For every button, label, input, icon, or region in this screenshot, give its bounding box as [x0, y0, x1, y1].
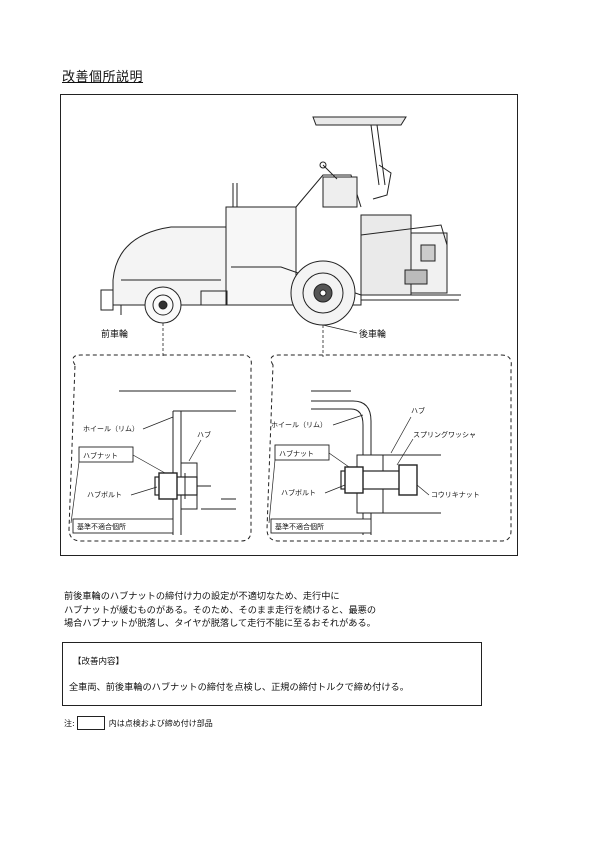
- machine-diagram: 前車輪 後車輪 ホイール（リム） ハブ ハブナット: [68, 116, 512, 542]
- description-line: 前後車輪のハブナットの締付け力の設定が不適切なため、走行中に: [64, 591, 340, 602]
- rear-hub-label: ハブ: [411, 406, 425, 415]
- front-hub-bolt-label: ハブボルト: [87, 490, 122, 499]
- remedy-body: 全車両、前後車輪のハブナットの締付を点検し、正規の締付トルクで締め付ける。: [69, 682, 409, 693]
- front-hub-detail: ホイール（リム） ハブ ハブナット ハブボルト 基準不適合個所: [68, 354, 252, 542]
- defect-description: 前後車輪のハブナットの締付け力の設定が不適切なため、走行中に ハブナットが緩むも…: [64, 590, 504, 631]
- rear-hub-bolt-label: ハブボルト: [281, 488, 316, 497]
- page-title: 改善個所説明: [62, 70, 144, 85]
- rear-wheel-label: 後車輪: [359, 328, 386, 340]
- rear-tapered-nut-label: コウリキナット: [431, 491, 480, 499]
- note-text: 内は点検および締め付け部品: [108, 718, 213, 728]
- front-hub-nut-inspect-box: [78, 446, 134, 463]
- figure-frame: 前車輪 後車輪 ホイール（リム） ハブ ハブナット: [60, 94, 518, 556]
- rear-hub-nut-label: ハブナット: [279, 449, 314, 458]
- front-hub-nut-label: ハブナット: [83, 451, 118, 460]
- remedy-box: 【改善内容】 全車両、前後車輪のハブナットの締付を点検し、正規の締付トルクで締め…: [62, 642, 482, 706]
- front-hub-label: ハブ: [197, 430, 211, 439]
- note-prefix: 注:: [64, 718, 75, 728]
- rear-nonconforming-label: 基準不適合個所: [275, 522, 324, 531]
- remedy-heading: 【改善内容】: [73, 657, 125, 667]
- rear-hub-detail: ハブ ホイール（リム） スプリングワッシャ ハブナット ハブボルト コウリキナッ…: [266, 354, 512, 542]
- legend-note: 注: 内は点検および締め付け部品: [64, 716, 213, 730]
- vehicle-illustration: [100, 116, 461, 326]
- inspect-box-symbol: [76, 716, 105, 730]
- rear-wheel: [290, 260, 356, 326]
- front-wheel: [144, 286, 182, 324]
- description-line: ハブナットが緩むものがある。そのため、そのまま走行を続けると、最悪の: [64, 604, 377, 616]
- front-wheel-label: 前車輪: [101, 328, 128, 340]
- rear-wheel-rim-label: ホイール（リム）: [271, 421, 327, 429]
- rear-hub-nut-inspect-box: [274, 444, 330, 461]
- description-line: 場合ハブナットが脱落し、タイヤが脱落して走行不能に至るおそれがある。: [64, 618, 376, 629]
- rear-spring-washer-label: スプリングワッシャ: [413, 430, 476, 439]
- front-nonconforming-label: 基準不適合個所: [77, 522, 126, 531]
- front-wheel-rim-label: ホイール（リム）: [83, 425, 139, 433]
